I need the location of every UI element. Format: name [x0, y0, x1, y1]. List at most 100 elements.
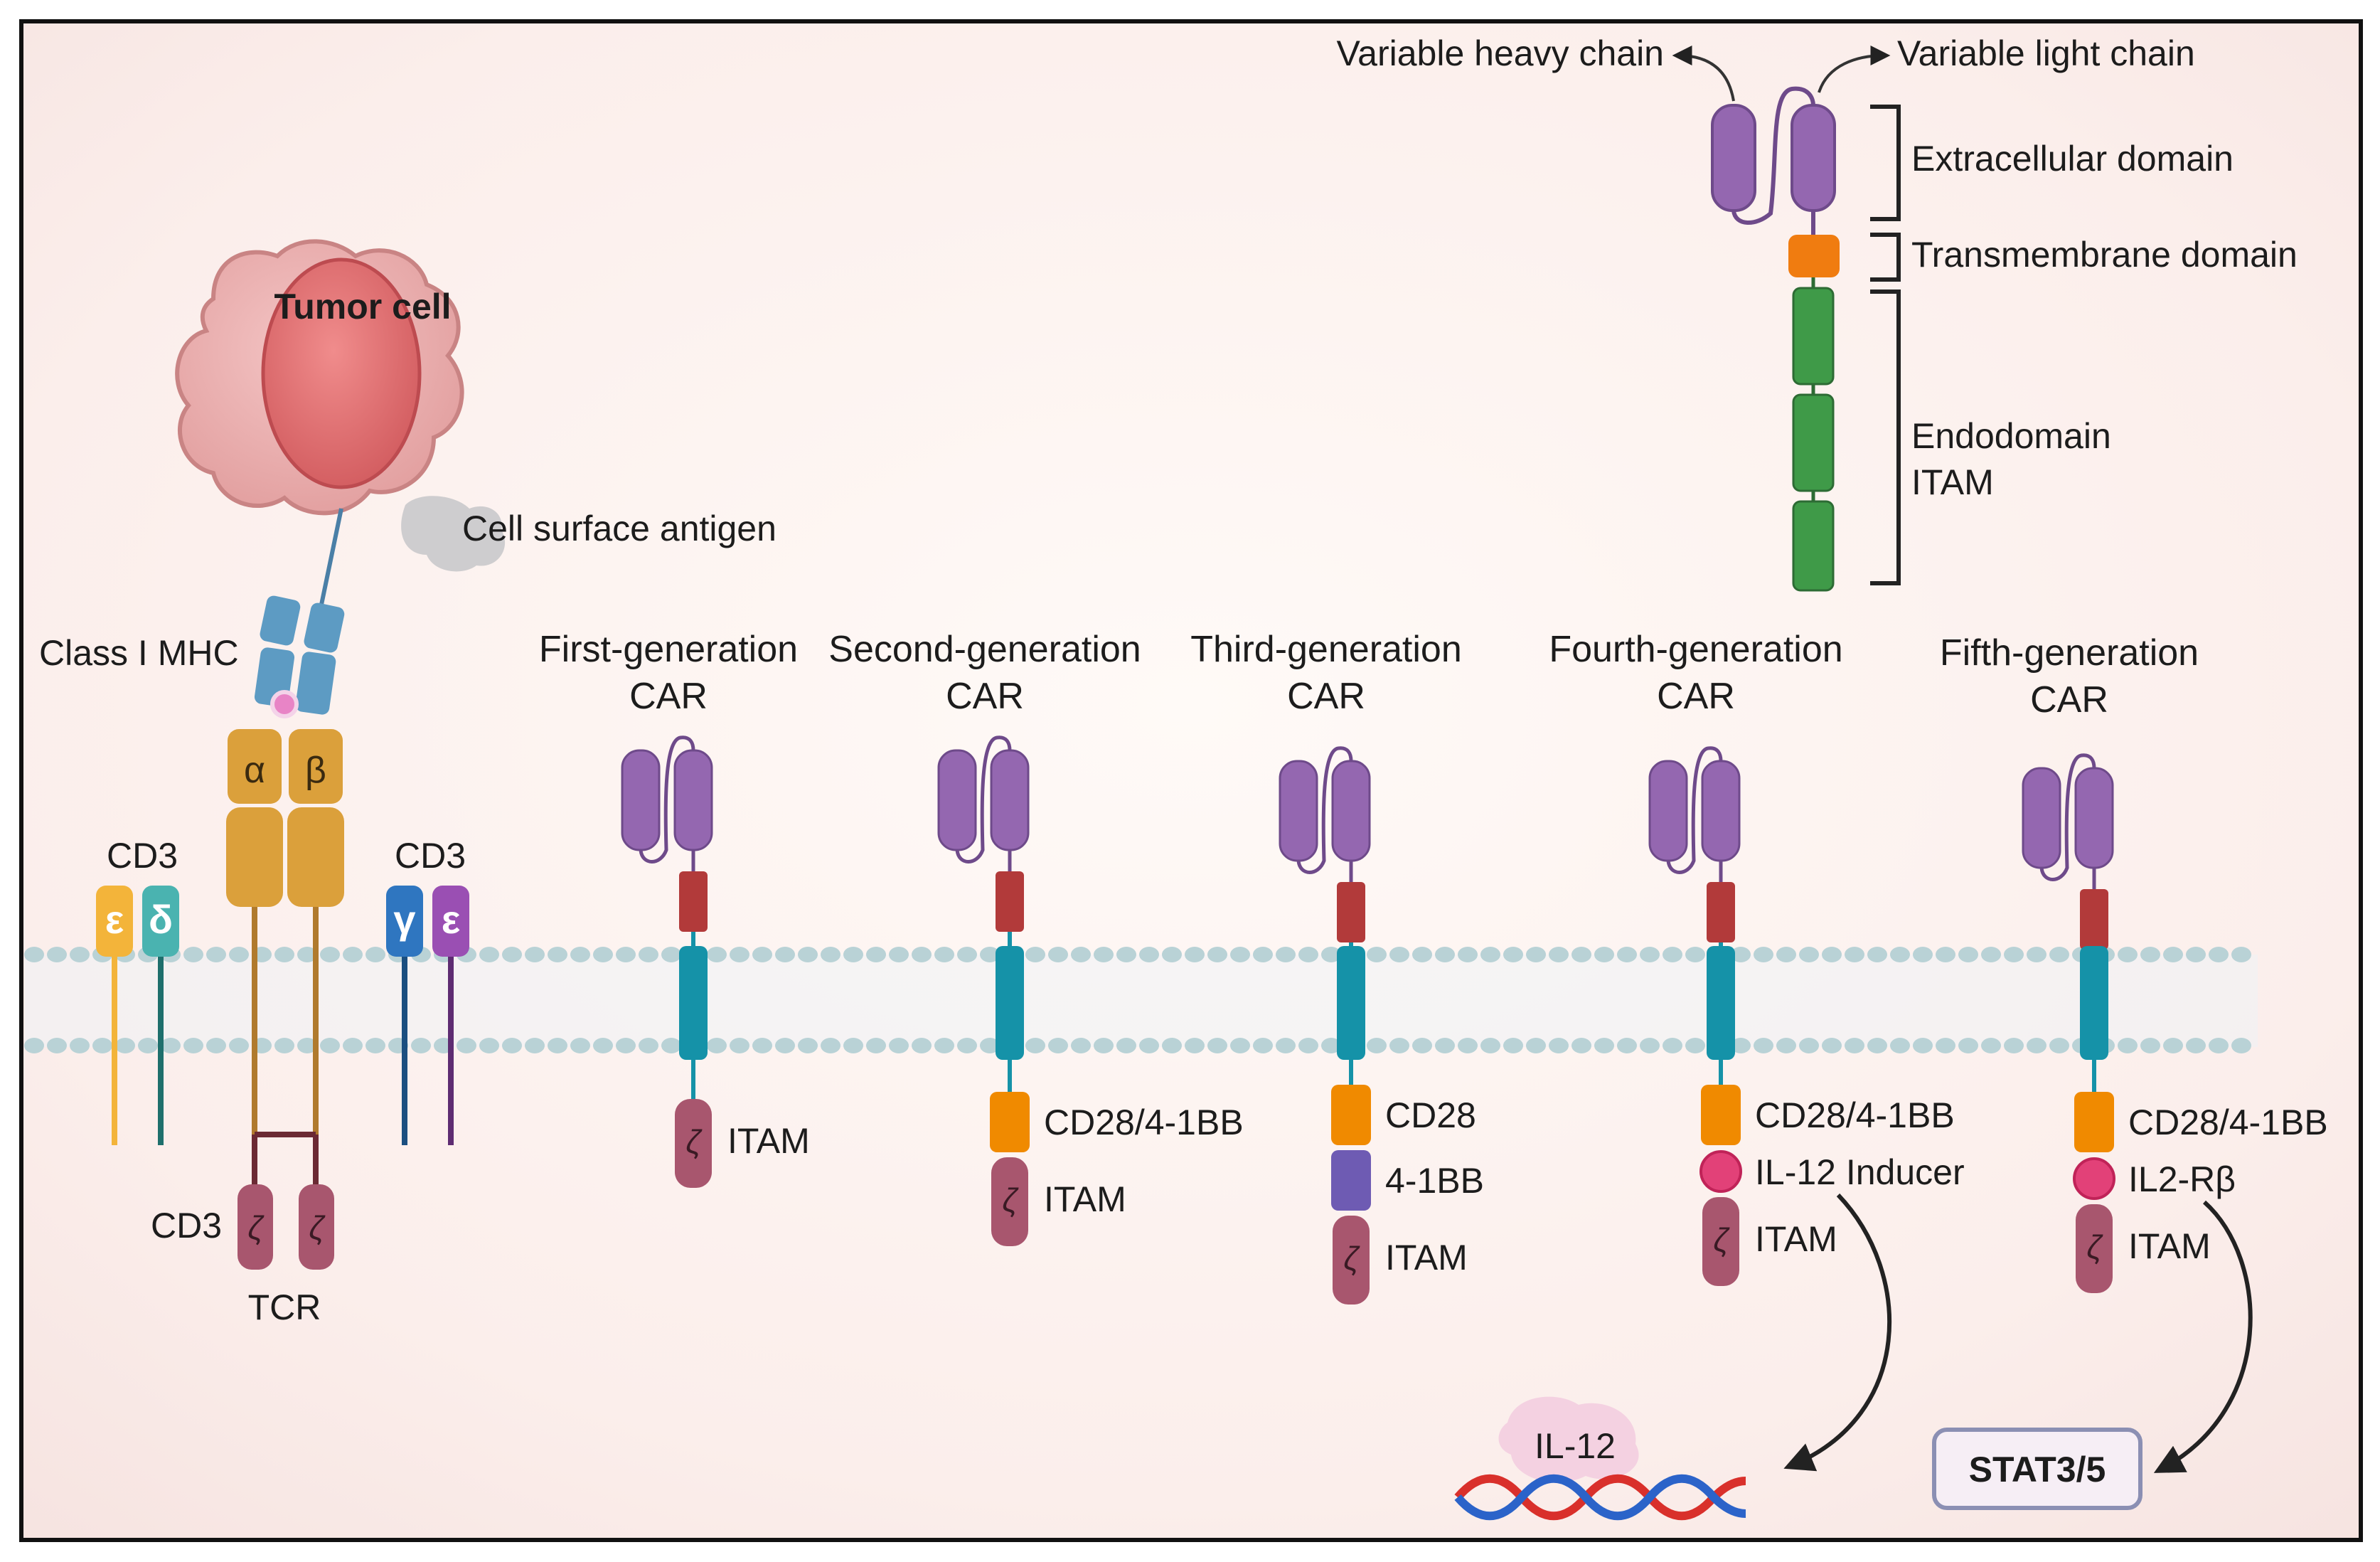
- lipid-head-row2: [502, 1038, 522, 1053]
- mhc-domain-1: [260, 595, 301, 646]
- lipid-head-row1: [2027, 947, 2047, 962]
- car-gen-5-light-domain: [2074, 767, 2114, 869]
- dna-helix-icon: [1454, 1474, 1746, 1521]
- lipid-head-row1: [1139, 947, 1159, 962]
- tcr-beta-variable: [289, 729, 343, 804]
- mhc-stalk: [319, 508, 343, 605]
- legend-light-chain-domain: [1791, 104, 1836, 212]
- lipid-head-row2: [1663, 1038, 1682, 1053]
- tcr-zeta-symbol-1: ζ: [247, 1209, 265, 1246]
- lipid-head-row1: [70, 947, 90, 962]
- lipid-head-row2: [525, 1038, 545, 1053]
- lipid-head-row1: [1776, 947, 1796, 962]
- stat-label: STAT3/5: [1969, 1450, 2106, 1489]
- cd3-epsilon-right: [432, 886, 469, 957]
- lipid-head-row1: [2231, 947, 2251, 962]
- car-gen-2-zeta-symbol: ζ: [1002, 1181, 1019, 1218]
- lipid-head-row2: [2231, 1038, 2251, 1053]
- lipid-head-row2: [2163, 1038, 2183, 1053]
- lipid-head-row2: [1890, 1038, 1910, 1053]
- car-gen-2-itam-label: ITAM: [1044, 1179, 1126, 1219]
- car-gen-2-heavy-domain: [937, 749, 977, 851]
- car-gen-3-hinge: [1337, 882, 1365, 942]
- lipid-head-row2: [593, 1038, 613, 1053]
- lipid-head-row2: [616, 1038, 636, 1053]
- lipid-head-row2: [1754, 1038, 1773, 1053]
- lipid-head-row1: [1389, 947, 1409, 962]
- lipid-head-row1: [730, 947, 749, 962]
- mhc-domain-4: [295, 652, 336, 715]
- lipid-head-row1: [502, 947, 522, 962]
- lipid-head-row1: [1435, 947, 1455, 962]
- lipid-head-row1: [1276, 947, 1296, 962]
- lipid-head-row2: [1230, 1038, 1250, 1053]
- lipid-head-row1: [1253, 947, 1273, 962]
- lipid-head-row2: [1094, 1038, 1114, 1053]
- legend-itam-block-1: [1792, 287, 1835, 386]
- alpha-label: α: [244, 750, 265, 791]
- lipid-head-row2: [320, 1038, 340, 1053]
- lipid-head-row1: [1685, 947, 1705, 962]
- lipid-head-row2: [1571, 1038, 1591, 1053]
- car-gen-2-domain-1-block: [990, 1092, 1030, 1152]
- lipid-head-row1: [980, 947, 1000, 962]
- lipid-head-row2: [730, 1038, 749, 1053]
- lipid-head-row2: [866, 1038, 886, 1053]
- lipid-head-row2: [1207, 1038, 1227, 1053]
- car-gen-1-title: First-generation: [539, 629, 798, 670]
- lipid-head-row2: [1025, 1038, 1045, 1053]
- car-gen-1-subtitle: CAR: [629, 676, 708, 717]
- endodomain-label: Endodomain: [1911, 416, 2111, 456]
- lipid-head-row1: [1890, 947, 1910, 962]
- legend-itam-block-3: [1792, 500, 1835, 592]
- lipid-head-row2: [1139, 1038, 1159, 1053]
- lipid-head-row2: [1549, 1038, 1569, 1053]
- lipid-head-row1: [24, 947, 44, 962]
- lipid-head-row1: [1367, 947, 1387, 962]
- tumor-cell-label: Tumor cell: [274, 287, 451, 326]
- lipid-head-row2: [2027, 1038, 2047, 1053]
- signal-outputs: IL-12 STAT3/5: [1454, 1193, 2253, 1521]
- legend-heavy-chain-domain: [1711, 104, 1756, 212]
- lipid-head-row2: [365, 1038, 385, 1053]
- lipid-head-row1: [1731, 947, 1751, 962]
- cd3-left-label: CD3: [107, 836, 178, 876]
- lipid-head-row2: [479, 1038, 499, 1053]
- car-gen-3-title: Third-generation: [1190, 629, 1462, 670]
- lipid-head-row2: [2186, 1038, 2206, 1053]
- car-gen-4-itam-label: ITAM: [1755, 1219, 1837, 1259]
- cd3-gamma: [386, 886, 423, 957]
- lipid-head-row1: [821, 947, 841, 962]
- car-gen-2-zeta-block: [991, 1157, 1028, 1246]
- lipid-head-row2: [92, 1038, 112, 1053]
- lipid-head-row2: [1776, 1038, 1796, 1053]
- car-gen-1-transmembrane: [679, 946, 708, 1060]
- lipid-head-row1: [1936, 947, 1955, 962]
- car-gen-4-domain-1-label: CD28/4-1BB: [1755, 1095, 1955, 1135]
- lipid-head-row1: [274, 947, 294, 962]
- car-gen-2-domain-1-label: CD28/4-1BB: [1044, 1103, 1244, 1142]
- lipid-head-row1: [1754, 947, 1773, 962]
- lipid-head-row2: [1321, 1038, 1341, 1053]
- car-gen-3-itam-label: ITAM: [1385, 1238, 1468, 1277]
- lipid-head-row2: [1435, 1038, 1455, 1053]
- lipid-head-row2: [912, 1038, 932, 1053]
- lipid-head-row2: [1822, 1038, 1842, 1053]
- lipid-head-row2: [343, 1038, 363, 1053]
- lipid-head-row1: [343, 947, 363, 962]
- lipid-head-row1: [1571, 947, 1591, 962]
- car-gen-3-domain-1-label: CD28: [1385, 1095, 1476, 1135]
- lipid-head-row1: [183, 947, 203, 962]
- legend-itam-block-2: [1792, 393, 1835, 492]
- lipid-head-row1: [1526, 947, 1546, 962]
- lipid-head-row2: [1640, 1038, 1660, 1053]
- epsilon-right-symbol: ε: [442, 897, 461, 942]
- il12-protein-blob: [1498, 1396, 1639, 1482]
- diagram-frame: [19, 19, 2363, 1542]
- lipid-head-row1: [297, 947, 317, 962]
- lipid-head-row1: [320, 947, 340, 962]
- lipid-head-row2: [2049, 1038, 2069, 1053]
- mhc-domain-2: [304, 602, 345, 653]
- cd3-epsilon-left: [96, 886, 133, 957]
